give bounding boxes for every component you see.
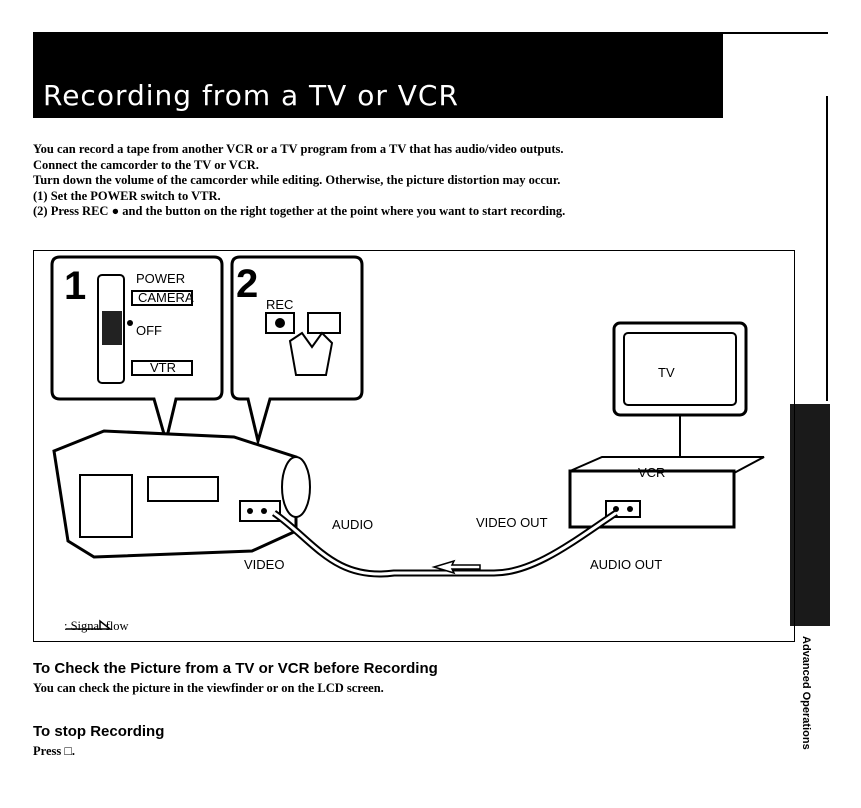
step-2-number: 2 (236, 262, 258, 306)
vcr-label: VCR (638, 465, 665, 480)
jack-icon (627, 506, 633, 512)
rec-dot-icon (275, 318, 285, 328)
audio-out-label: AUDIO OUT (590, 557, 662, 572)
tv-label: TV (658, 365, 675, 380)
power-label: POWER (136, 271, 185, 286)
section-tab-label: Advanced Operations (800, 636, 812, 750)
intro-line: Connect the camcorder to the TV or VCR. (33, 157, 259, 172)
vcr-illustration: VCR (568, 456, 765, 529)
check-picture-text: You can check the picture in the viewfin… (33, 681, 384, 695)
tv-illustration: TV (612, 321, 748, 457)
intro-line: (1) Set the POWER switch to VTR. (33, 188, 221, 203)
signal-flow-legend: : Signal flow (64, 619, 129, 634)
right-button-icon (307, 312, 341, 334)
off-label: OFF (136, 323, 162, 338)
side-rule (826, 96, 828, 401)
rec-button-callout: 2 REC (230, 255, 364, 447)
pressing-hand-icon (288, 331, 334, 376)
step-1-number: 1 (64, 264, 86, 308)
power-switch-callout: 1 POWER CAMERA OFF VTR (50, 255, 224, 447)
jack-icon (613, 506, 619, 512)
rec-label: REC (266, 297, 293, 312)
video-label: VIDEO (244, 557, 284, 572)
audio-label: AUDIO (332, 517, 373, 532)
connection-diagram: 1 POWER CAMERA OFF VTR 2 REC TV (50, 255, 765, 578)
intro-line: You can record a tape from another VCR o… (33, 142, 564, 156)
vtr-position-box (131, 360, 193, 376)
signal-flow-arrow-icon (431, 559, 481, 575)
section-tab (790, 404, 830, 626)
intro-line: Turn down the volume of the camcorder wh… (33, 173, 561, 187)
signal-flow-legend-arrow-icon (66, 619, 112, 630)
top-rule (33, 32, 828, 34)
intro-text: You can record a tape from another VCR o… (33, 142, 783, 220)
camera-label: CAMERA (138, 290, 194, 305)
stop-recording-text: Press □. (33, 744, 76, 758)
video-out-label: VIDEO OUT (476, 515, 548, 530)
camcorder-illustration (52, 429, 311, 559)
stop-recording-heading: To stop Recording (33, 723, 165, 740)
connection-figure: 1 POWER CAMERA OFF VTR 2 REC TV (33, 250, 795, 642)
title-bar: Recording from a TV or VCR (33, 34, 723, 118)
vtr-label: VTR (150, 360, 176, 375)
camera-position-box (131, 290, 193, 306)
intro-line: (2) Press REC ● and the button on the ri… (33, 204, 566, 218)
switch-knob-icon (102, 311, 122, 345)
off-indicator-icon (127, 320, 133, 326)
check-picture-heading: To Check the Picture from a TV or VCR be… (33, 660, 438, 677)
page-title: Recording from a TV or VCR (43, 79, 459, 112)
